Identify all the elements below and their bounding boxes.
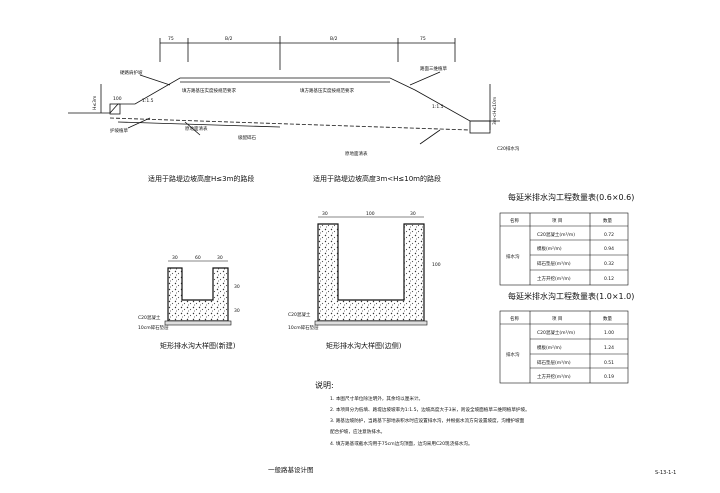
quantity-table-1: 每延米排水沟工程数量表(0.6×0.6) 名称 项 目 数量 排水沟 C20混凝…	[499, 192, 634, 286]
slope-right-label: 1:1.5	[432, 104, 444, 110]
table1-header-name: 名称	[510, 217, 519, 224]
table2-group: 排水沟	[506, 351, 520, 358]
table2-row-item: 土方开挖(m³/m)	[537, 373, 571, 380]
ditch-small-concrete	[167, 267, 229, 322]
notes-block: 说明: 1. 本图尺寸单位除注明外，其余均以厘米计。 2. 本项目分为低填、路堤…	[315, 380, 530, 447]
ditch-small-dim-2: 60	[195, 255, 201, 261]
table1-frame	[499, 212, 629, 286]
notes-line: 4. 填方路基或截水沟用于75cm边沟顶面，边沟采用C20现浇排水沟。	[330, 440, 473, 447]
ditch-label: C20排水沟	[497, 145, 520, 152]
table2-header-value: 数量	[603, 315, 612, 322]
table2-row-item: 碎石垫层(m³/m)	[537, 359, 571, 366]
pavement-left-label: 填方路基压实度按规范要求	[182, 87, 236, 94]
table2-title: 每延米排水沟工程数量表(1.0×1.0)	[508, 291, 634, 301]
ditch-large-concrete-label: C20混凝土	[288, 311, 311, 318]
height-right-label: 3m<H≤10m	[492, 97, 498, 125]
notes-heading: 说明:	[315, 380, 334, 390]
dim-right-label: 75	[420, 36, 426, 42]
drawing-title: 一般路基设计图	[268, 465, 314, 474]
subgrade-right-label: 原地面清表	[345, 150, 368, 157]
ditch-large-dim-inner: 100	[366, 211, 375, 217]
ditch-large-dim-right: 30	[410, 211, 416, 217]
height-left-label: H≤3m	[92, 96, 98, 110]
dim-left-label: 75	[168, 36, 174, 42]
table2-row-item: C20混凝土(m³/m)	[537, 329, 575, 336]
quantity-table-2: 每延米排水沟工程数量表(1.0×1.0) 名称 项 目 数量 排水沟 C20混凝…	[499, 291, 634, 384]
ditch-large-concrete	[317, 223, 425, 322]
ditch-large-cushion-label: 10cm碎石垫层	[288, 324, 319, 331]
subgrade-left-label: 原地面清表	[185, 125, 208, 132]
dim-100-label: 100	[113, 96, 122, 102]
ditch-large-cushion	[314, 320, 428, 326]
base-course-line	[117, 121, 281, 128]
table1-row-item: 模板(m²/m)	[537, 245, 562, 252]
table1-header-item: 项 目	[552, 218, 562, 224]
ditch-large-caption: 矩形排水沟大样图(边侧)	[326, 341, 402, 350]
section-labels: 75 B/2 B/2 75 H≤3m 3m<H≤10m 100 1:1.5 1:…	[92, 36, 520, 157]
slope-drain-label: 护坡植草	[110, 127, 128, 134]
table2-row-item: 模板(m²/m)	[537, 344, 562, 351]
table1-row-item: 土方开挖(m³/m)	[537, 275, 571, 282]
notes-line: 2. 本项目分为低填、路堤边坡坡率为1:1.5，边坡高度大于3米，则设全坡面植草…	[330, 406, 530, 413]
original-ground	[109, 117, 471, 131]
ditch-small-cushion	[164, 320, 232, 326]
right-ditch-shape	[469, 120, 491, 134]
ditch-small-caption: 矩形排水沟大样图(新建)	[160, 341, 236, 350]
table2-row-value: 1.00	[604, 330, 614, 336]
dim-half-right-label: B/2	[330, 36, 338, 42]
table1-row-value: 0.72	[604, 232, 614, 238]
ditch-small-height-bottom: 30	[234, 308, 240, 314]
table2-row-value: 1.24	[604, 345, 614, 351]
ditch-small-height-top: 30	[234, 284, 240, 290]
slope-left-label: 1:1.5	[142, 98, 154, 104]
pavement-right-label: 填方路基压实度按规范要求	[300, 87, 354, 94]
table2-frame	[499, 310, 629, 384]
ditch-large-detail: 30 100 30 100 C20混凝土 10cm碎石垫层 矩形排水沟大样图(边…	[288, 211, 441, 350]
ditch-small-cushion-label: 10cm碎石垫层	[138, 324, 169, 331]
table1-row-item: 碎石垫层(m³/m)	[537, 260, 571, 267]
leader-line	[419, 129, 441, 145]
table1-row-value: 0.12	[604, 276, 614, 282]
leader-line	[184, 121, 201, 136]
ditch-large-dim-left: 30	[322, 211, 328, 217]
left-ditch-shape	[109, 103, 121, 115]
table1-row-value: 0.94	[604, 246, 614, 252]
caption-left: 适用于路堤边坡高度H≤3m的路段	[148, 174, 254, 183]
ditch-small-concrete-label: C20混凝土	[138, 314, 161, 321]
notes-line: 配合护坡，应注意防排水。	[330, 428, 385, 435]
notes-line: 3. 路基边坡防护，当路基下部地表积水时应设置排水沟，并根据水流方向设置坡度，沟…	[330, 417, 525, 424]
table1-title: 每延米排水沟工程数量表(0.6×0.6)	[508, 192, 634, 202]
table2-header-item: 项 目	[552, 316, 562, 322]
base-course-label: 级配碎石	[238, 134, 256, 141]
road-cross-section	[68, 36, 500, 145]
sheet-number: S-13-1-1	[655, 470, 676, 476]
ditch-small-dim-1: 30	[172, 255, 178, 261]
dim-half-left-label: B/2	[225, 36, 233, 42]
notes-line: 1. 本图尺寸单位除注明外，其余均以厘米计。	[330, 395, 423, 402]
table1-header-value: 数量	[603, 217, 612, 224]
leader-line	[409, 71, 441, 86]
table1-row-item: C20混凝土(m³/m)	[537, 231, 575, 238]
table2-row-value: 0.19	[604, 374, 614, 380]
hardshoulder-right-label: 路面三维植草	[420, 65, 447, 72]
embankment-outline	[68, 77, 500, 122]
ditch-large-height: 100	[432, 262, 441, 268]
leader-line	[127, 117, 151, 129]
table1-row-value: 0.32	[604, 261, 614, 267]
table1-group: 排水沟	[506, 253, 520, 260]
caption-right: 适用于路堤边坡高度3m<H≤10m的路段	[313, 174, 441, 183]
hardshoulder-left-label: 硬路肩护坡	[120, 69, 143, 76]
table2-header-name: 名称	[510, 315, 519, 322]
table2-row-value: 0.51	[604, 360, 614, 366]
ditch-small-detail: 30 60 30 30 30 C20混凝土 10cm碎石垫层 矩形排水沟大样图(…	[138, 255, 240, 350]
leader-line	[139, 74, 171, 86]
ditch-small-dim-3: 30	[217, 255, 223, 261]
